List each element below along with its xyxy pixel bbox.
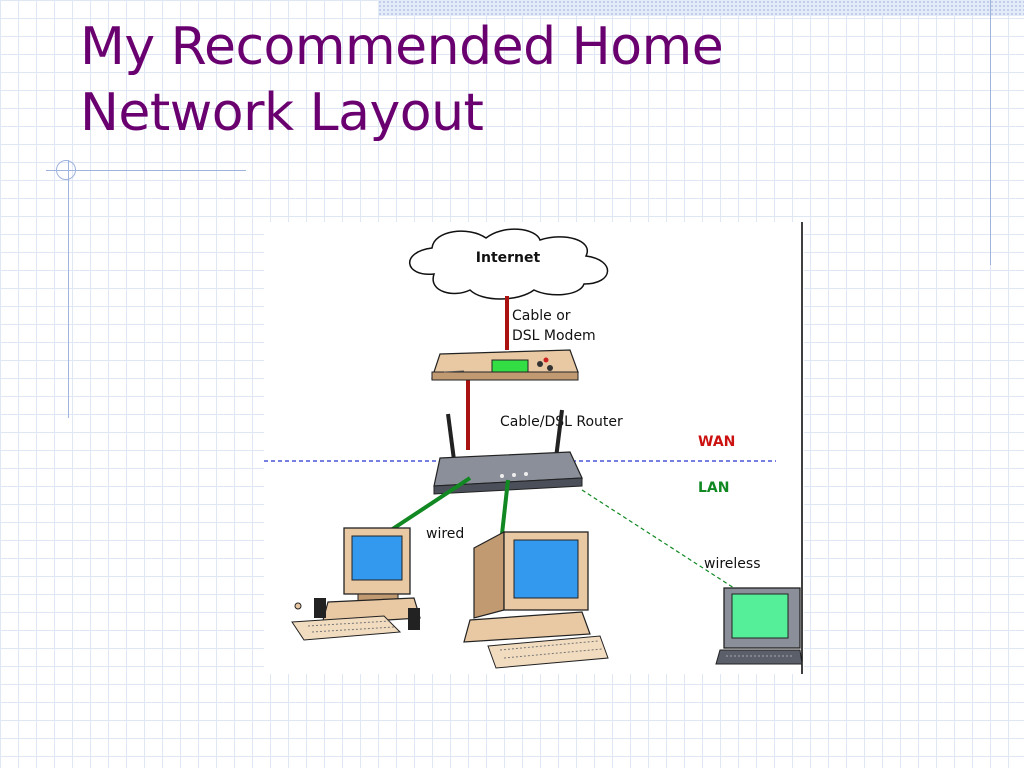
wired-link-1 (386, 476, 472, 534)
right-vertical-rule (990, 0, 991, 265)
desktop-computer-left (291, 527, 421, 641)
internet-cloud: Internet (409, 228, 609, 300)
wired-label: wired (426, 526, 464, 542)
wireless-laptop (715, 587, 803, 665)
title-band-decoration (378, 0, 1024, 16)
network-diagram: Internet Cable or DSL Modem Cable/DSL Ro… (264, 222, 804, 674)
modem-label-line-2: DSL Modem (512, 328, 596, 344)
title-line-2: Network Layout (80, 83, 484, 143)
wan-label: WAN (698, 434, 735, 450)
crosshair-decoration (56, 160, 76, 180)
internet-label: Internet (476, 250, 541, 266)
slide-title: My Recommended Home Network Layout (80, 14, 724, 146)
left-horizontal-rule (46, 170, 246, 171)
left-vertical-rule (68, 160, 69, 418)
wireless-link (581, 489, 735, 589)
lan-label: LAN (698, 480, 729, 496)
modem-device (431, 349, 579, 381)
desktop-computer-center (463, 531, 609, 669)
title-line-1: My Recommended Home (80, 17, 724, 77)
wireless-label: wireless (704, 556, 761, 572)
modem-label-line-1: Cable or (512, 308, 571, 324)
